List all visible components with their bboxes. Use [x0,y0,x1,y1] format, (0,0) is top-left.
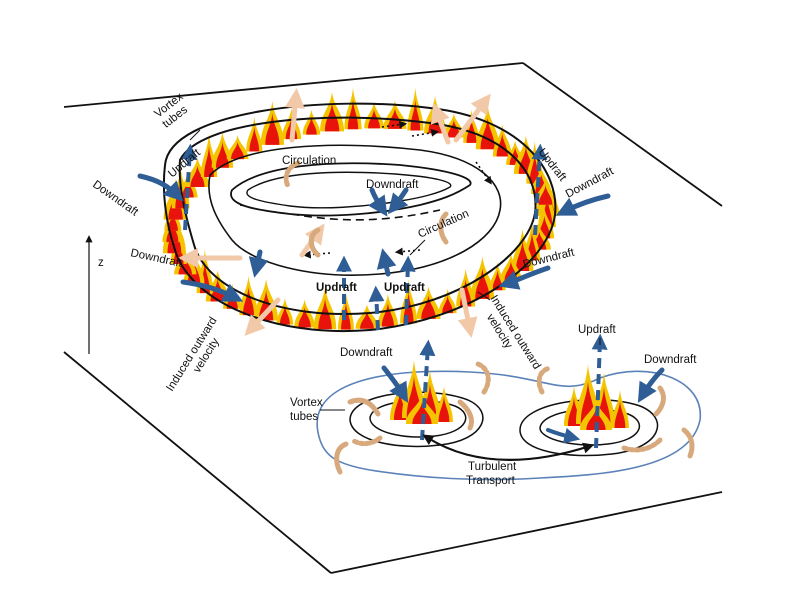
ring-flame-55-inner [538,185,553,205]
ring-flame-29-inner [167,212,178,231]
vortex-arc-3 [536,365,553,395]
label-updraft-inner-1: Updraft [316,282,357,294]
ring-flame-5-inner [515,240,530,271]
label-turbulent-transport: Turbulent Transport [466,461,519,487]
label-updraft-fire2: Updraft [578,324,617,336]
updraft-peach-5 [244,297,281,336]
circ-arrow-3 [302,250,331,259]
ring-flame-20-inner [243,286,255,316]
pointer-circulation-lower [409,239,426,256]
fire-vortex-arcs [334,361,695,475]
label-induced-left: Induced outward velocity [164,312,232,400]
lower-fire-group [316,333,701,481]
fire1-downdraft-arrow [381,365,409,403]
label-vortex-tubes-fires: Vortex tubes [290,397,326,423]
ring-flame-47-inner [447,120,461,138]
fire2-flame-4-inner [586,408,606,430]
circ-arrow-2 [411,128,440,137]
ring-flame-48-inner [466,118,477,143]
label-updraft-inner-2: Updraft [384,282,425,294]
pointer-vortex-ring [189,129,201,141]
vortex-arc-2 [475,361,491,395]
updraft-peach-1 [284,88,305,143]
downdraft-arrow-right-upper [555,193,611,216]
ring-flame-42-inner [347,99,359,130]
downdraft-arrow-inner-1 [248,249,269,278]
vortex-swirl-3 [438,211,449,245]
ring-vortex-swirls [283,160,449,258]
vortex-swirl-2 [308,227,321,258]
fire2-flame-3-inner [614,400,626,428]
ring-flame-18-inner [279,305,290,325]
label-pointers [189,129,491,411]
updraft-column-left [181,143,198,231]
vortex-arc-5 [334,441,349,475]
vortex-loop-outer [316,370,701,481]
ring-flame-40-inner [306,116,317,135]
ground-edge-top [63,62,524,108]
vortex-arc-4 [653,385,666,417]
label-downdraft-fire2: Downdraft [644,354,697,366]
pointer-induced-right [477,291,491,301]
turbulent-transport-arrow [422,434,595,462]
updraft-column-inner-2 [399,255,416,326]
label-downdraft-center: Downdraft [366,179,419,191]
downdraft-arrow-right-mid [498,265,551,290]
ring-updraft-arrows [178,88,491,338]
fire2-downdraft-arrow [637,367,665,403]
ground-edge-right [522,62,723,207]
ring-updraft-columns [181,143,548,331]
downdraft-arrow-center-2 [387,187,409,215]
ring-flame-33-inner [190,165,205,188]
vortex-arc-6 [349,435,383,447]
updraft-peach-6 [457,287,478,338]
downdraft-arrow-center [368,187,388,217]
ring-flame-37-inner [249,126,260,152]
vortex-arc-9 [457,399,475,431]
circ-arrow-4 [394,247,421,256]
ground-edge-bottom [330,491,723,574]
fire2-inflow-arrow [546,427,581,444]
ring-flame-14-inner [360,311,374,329]
downdraft-arrow-left-upper [137,173,184,202]
updraft-column-front [368,285,385,331]
ring-flame-45-inner [410,99,421,131]
ground-edge-left [63,351,332,574]
ring-outline-inner [208,144,502,276]
downdraft-arrows [137,173,611,302]
ring-flame-10-inner [442,295,454,314]
updraft-peach-2 [453,93,491,143]
ring-flame-36-inner [231,141,245,160]
vortex-arc-1 [347,397,381,417]
z-axis-label: z [98,257,104,269]
circulation-dashed-line [239,204,441,221]
downdraft-arrow-left-lower [180,279,244,302]
ring-flame-11-inner [421,295,436,319]
circ-arrow-1 [381,120,408,129]
fire2-updraft-column [591,333,608,449]
ring-flame-35-inner [215,141,229,168]
downdraft-arrow-inner-2 [376,248,397,277]
ring-flame-17-inner [298,307,311,328]
ring-flame-38-inner [265,113,280,145]
ring-flame-53-inner [529,153,540,184]
circulation-arrows [302,120,492,259]
label-downdraft-fire1: Downdraft [340,347,393,359]
ring-flame-34-inner [204,145,214,178]
vortex-arc-7 [681,427,695,459]
label-downdraft-left-upper: Downdraft [90,179,140,219]
circ-arrow-5 [475,161,492,185]
ring-flame-28-inner [166,220,179,243]
vortex-swirl-1 [283,160,301,189]
fire1-swirl-1 [349,391,484,448]
fire1-flame-4-inner [412,402,432,424]
ring-flame-8-inner [475,268,490,299]
vortex-arc-8 [621,437,663,453]
ring-flame-13-inner [381,302,394,327]
updraft-column-right [531,143,548,236]
fire1-flame-3-inner [438,396,450,422]
updraft-peach-3 [430,102,451,145]
label-circulation-top: Circulation [282,155,336,167]
